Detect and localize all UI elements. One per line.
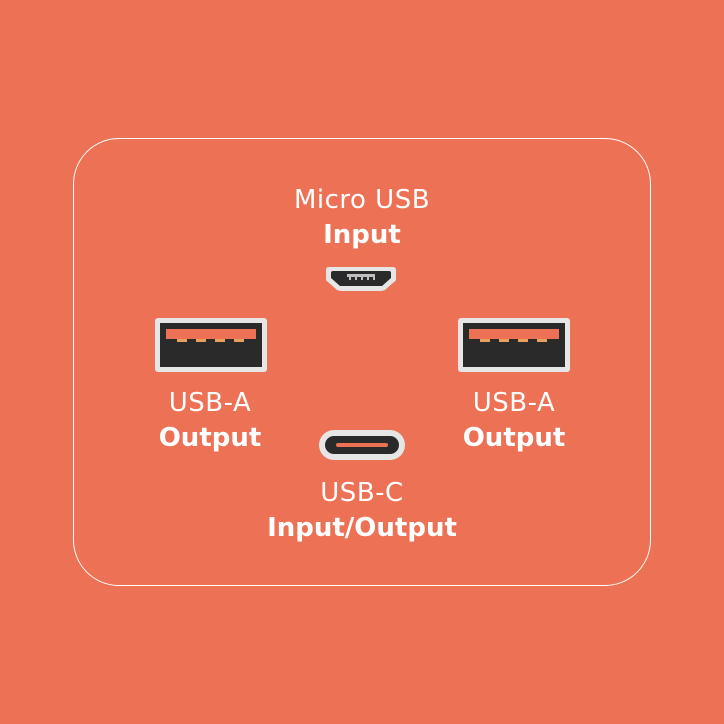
usb-a-left-role: Output (158, 423, 262, 453)
ports-panel-outline (73, 138, 651, 586)
usb-a-left-port-icon (155, 318, 267, 372)
usb-c-label: USB-C Input/Output (212, 480, 512, 541)
micro-usb-port-icon (326, 267, 396, 291)
micro-usb-role: Input (323, 220, 401, 250)
micro-usb-name: Micro USB (293, 185, 431, 215)
usb-a-right-name: USB-A (472, 388, 556, 418)
usb-a-right-port-icon (458, 318, 570, 372)
usb-a-right-role: Output (462, 423, 566, 453)
usb-a-left-name: USB-A (168, 388, 252, 418)
usb-c-role: Input/Output (267, 513, 457, 543)
micro-usb-label: Micro USB Input (212, 187, 512, 248)
usb-c-port-icon (319, 430, 405, 460)
usb-c-name: USB-C (320, 478, 404, 508)
usb-a-left-label: USB-A Output (110, 390, 310, 451)
usb-a-right-label: USB-A Output (414, 390, 614, 451)
